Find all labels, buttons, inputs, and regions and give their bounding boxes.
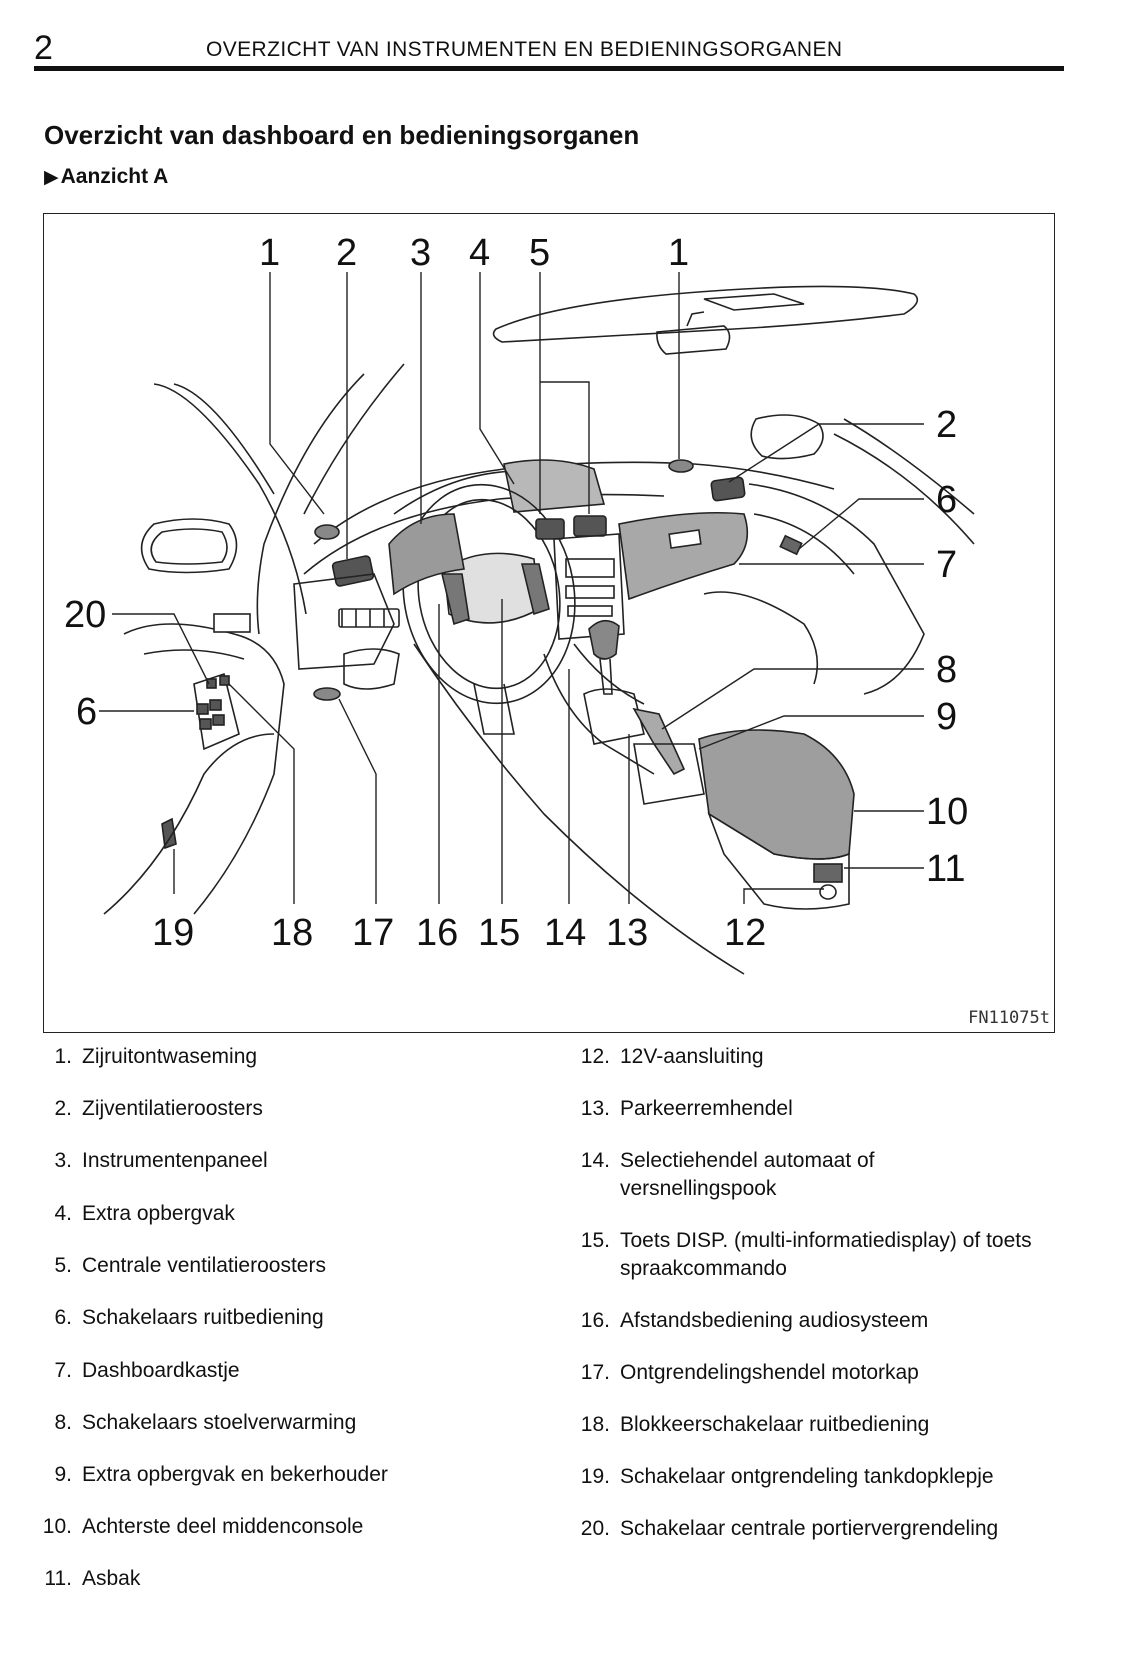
legend-number: 10.	[42, 1515, 72, 1538]
legend-number: 4.	[54, 1202, 72, 1225]
legend-number: 8.	[54, 1411, 72, 1434]
legend-text: Extra opbergvak en bekerhouder	[82, 1463, 388, 1486]
callout-9: 9	[936, 696, 958, 738]
legend-text: Zijruitontwaseming	[82, 1045, 258, 1068]
callout-18: 18	[271, 912, 314, 954]
callout-20: 20	[64, 594, 107, 636]
legend-item: 19. Schakelaar ontgrendeling tankdopklepj…	[581, 1463, 1090, 1491]
legend-item: 10. Achterste deel middenconsole	[43, 1513, 552, 1541]
view-label-text: Aanzicht A	[60, 165, 169, 188]
legend-number: 20.	[580, 1517, 610, 1540]
legend-item: 2. Zijventilatieroosters	[54, 1095, 552, 1123]
legend-number: 13.	[580, 1097, 610, 1120]
callout-6-left: 6	[76, 691, 98, 733]
page-number: 2	[34, 29, 53, 67]
legend-item: 13. Parkeerremhendel	[581, 1095, 1090, 1123]
legend-number: 12.	[580, 1045, 610, 1068]
legend-text: Afstandsbediening audiosysteem	[620, 1309, 929, 1332]
legend-item: 15. Toets DISP. (multi-informatiedisplay)…	[581, 1227, 1040, 1283]
legend-item: 1. Zijruitontwaseming	[54, 1043, 552, 1071]
legend-item: 4. Extra opbergvak	[54, 1200, 552, 1228]
legend-text: Ontgrendelingshendel motorkap	[620, 1361, 919, 1384]
dashboard-line-art	[99, 272, 975, 975]
legend-number: 15.	[580, 1229, 610, 1252]
legend-text: Extra opbergvak	[82, 1202, 235, 1225]
legend-number: 11.	[44, 1567, 72, 1590]
callout-10: 10	[926, 791, 969, 833]
callout-12: 12	[724, 912, 767, 954]
legend-number: 5.	[54, 1254, 72, 1277]
legend-item: 9. Extra opbergvak en bekerhouder	[54, 1461, 552, 1489]
legend-text: Achterste deel middenconsole	[82, 1515, 364, 1538]
legend-item: 3. Instrumentenpaneel	[54, 1147, 552, 1175]
callout-1-top-left: 1	[259, 232, 281, 274]
legend-item: 5. Centrale ventilatieroosters	[54, 1252, 552, 1280]
callout-14: 14	[544, 912, 587, 954]
callout-17: 17	[352, 912, 395, 954]
section-title: Overzicht van dashboard en bedieningsorg…	[44, 120, 640, 150]
legend-text: Dashboardkastje	[82, 1359, 240, 1382]
legend-number: 16.	[580, 1309, 610, 1332]
legend-text: Blokkeerschakelaar ruitbediening	[620, 1413, 930, 1436]
legend-text: Toets DISP. (multi-informatiedisplay) of…	[620, 1229, 1032, 1280]
legend-text: Zijventilatieroosters	[82, 1097, 263, 1120]
legend-text: Centrale ventilatieroosters	[82, 1254, 326, 1277]
legend-item: 12. 12V-aansluiting	[581, 1043, 1090, 1071]
callout-16: 16	[416, 912, 459, 954]
legend-text: Instrumentenpaneel	[82, 1149, 268, 1172]
callout-11: 11	[926, 848, 966, 890]
legend-number: 18.	[580, 1413, 610, 1436]
legend-item: 18. Blokkeerschakelaar ruitbediening	[581, 1411, 1090, 1439]
callout-2-right: 2	[936, 404, 958, 446]
figure-code: FN11075t	[968, 1008, 1050, 1028]
page-header: 2 OVERZICHT VAN INSTRUMENTEN EN BEDIENIN…	[34, 30, 1064, 66]
legend-item: 8. Schakelaars stoelverwarming	[54, 1409, 552, 1437]
legend-number: 2.	[54, 1097, 72, 1120]
triangle-right-icon: ▶	[44, 167, 59, 188]
legend-text: Schakelaar ontgrendeling tankdopklepje	[620, 1465, 994, 1488]
legend-text: Selectiehendel automaat of versnellingsp…	[620, 1149, 875, 1200]
legend-text: Schakelaars ruitbediening	[82, 1306, 324, 1329]
legend-number: 3.	[54, 1149, 72, 1172]
legend-text: Asbak	[82, 1567, 141, 1590]
legend-item: 6. Schakelaars ruitbediening	[54, 1304, 552, 1332]
legend-number: 1.	[54, 1045, 72, 1068]
legend-text: 12V-aansluiting	[620, 1045, 764, 1068]
running-title: OVERZICHT VAN INSTRUMENTEN EN BEDIENINGS…	[206, 38, 843, 61]
legend-item: 7. Dashboardkastje	[54, 1357, 552, 1385]
callout-19: 19	[152, 912, 195, 954]
header-rule	[34, 66, 1064, 71]
callout-4: 4	[469, 232, 491, 274]
callout-1-top-right: 1	[668, 232, 690, 274]
legend-item: 17. Ontgrendelingshendel motorkap	[581, 1359, 1090, 1387]
callout-6-right: 6	[936, 479, 958, 521]
legend-item: 16. Afstandsbediening audiosysteem	[581, 1307, 1090, 1335]
legend-number: 14.	[580, 1149, 610, 1172]
view-label: ▶Aanzicht A	[44, 165, 168, 189]
legend-text: Schakelaars stoelverwarming	[82, 1411, 357, 1434]
legend-item: 20. Schakelaar centrale portiervergrendel…	[581, 1515, 1090, 1543]
legend-item: 11. Asbak	[44, 1565, 552, 1593]
callout-13: 13	[606, 912, 649, 954]
callout-8: 8	[936, 649, 958, 691]
callout-5: 5	[529, 232, 551, 274]
legend-number: 17.	[580, 1361, 610, 1384]
legend-text: Schakelaar centrale portiervergrendeling	[620, 1517, 999, 1540]
callout-7: 7	[936, 544, 958, 586]
legend-item: 14. Selectiehendel automaat of versnellin…	[581, 1147, 920, 1203]
legend-number: 9.	[54, 1463, 72, 1486]
callout-15: 15	[478, 912, 521, 954]
legend-number: 6.	[54, 1306, 72, 1329]
dashboard-illustration: 1 2 3 4 5 1 2 6 7 8 9 10 11 12 13 14 15 …	[43, 213, 1055, 1033]
callout-3: 3	[410, 232, 432, 274]
legend-number: 7.	[54, 1359, 72, 1382]
callout-2-top: 2	[336, 232, 358, 274]
legend-number: 19.	[580, 1465, 610, 1488]
legend-text: Parkeerremhendel	[620, 1097, 793, 1120]
